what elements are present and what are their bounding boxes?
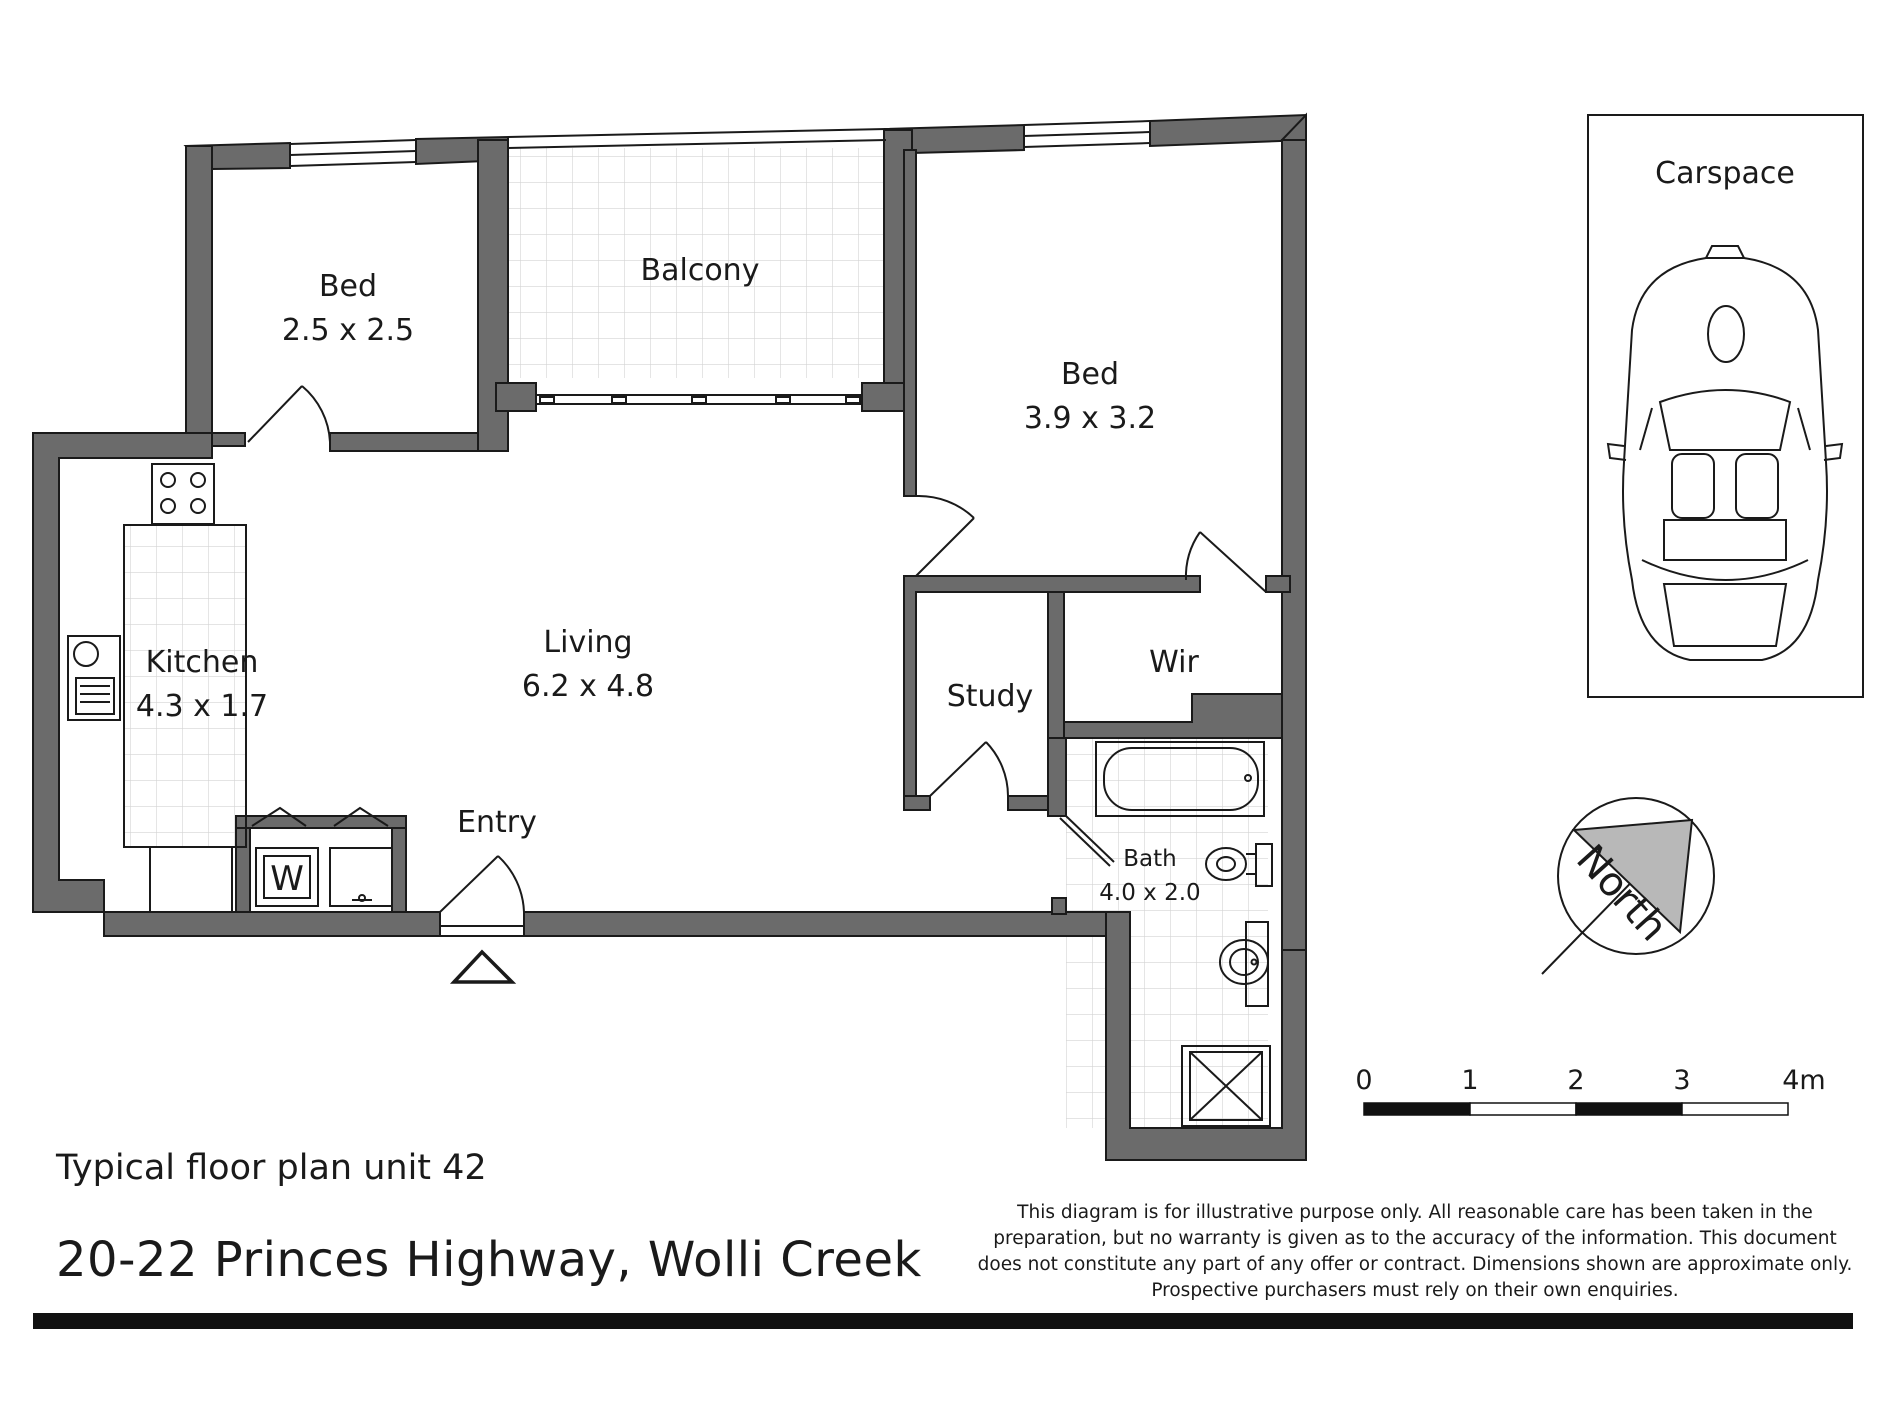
living-size: 6.2 x 4.8 xyxy=(522,669,654,704)
bed1-size: 2.5 x 2.5 xyxy=(282,313,414,348)
shower xyxy=(1181,1045,1271,1127)
balcony-sliding-door xyxy=(536,394,862,405)
entry-arrow xyxy=(449,949,517,984)
door-wir xyxy=(1184,531,1267,593)
wall-study-south xyxy=(903,795,931,811)
kitchen-sink xyxy=(67,635,121,721)
carspace-box xyxy=(1587,114,1864,698)
balcony-name: Balcony xyxy=(641,253,760,288)
washing-machine xyxy=(255,847,319,907)
cooktop-burner xyxy=(190,472,206,488)
wall-bed1-south-left xyxy=(211,432,246,447)
wall-laundry-left xyxy=(235,815,251,913)
window-balcony xyxy=(507,128,887,149)
toilet xyxy=(1205,843,1273,887)
cooktop xyxy=(151,463,215,525)
scale-tick-label: 4m xyxy=(1782,1065,1825,1096)
doors xyxy=(247,385,1267,937)
wall-bed2-south-right xyxy=(1265,575,1291,593)
laundry-tub xyxy=(329,847,393,907)
cooktop-burner xyxy=(160,498,176,514)
study-name: Study xyxy=(947,679,1034,714)
window-bed2 xyxy=(1023,120,1151,148)
door-laundry xyxy=(251,806,389,827)
kitchen-name: Kitchen xyxy=(146,645,259,680)
wall-bed1-south-right xyxy=(329,432,497,452)
wir-name: Wir xyxy=(1149,645,1199,680)
door-bath xyxy=(1059,815,1115,867)
wall-laundry-right xyxy=(391,815,407,913)
walls xyxy=(32,112,1307,1161)
compass-ring xyxy=(1557,797,1715,955)
scale-segment xyxy=(1469,1102,1577,1116)
door-study xyxy=(929,741,1009,797)
wall-west-bed1 xyxy=(185,145,213,437)
bath-size: 4.0 x 2.0 xyxy=(1099,880,1200,906)
living-name: Living xyxy=(543,625,632,660)
bed2-name: Bed xyxy=(1061,357,1119,392)
washing-machine-label: W xyxy=(270,859,304,899)
scale-tick-label: 2 xyxy=(1567,1065,1584,1096)
wall-bed2-west xyxy=(903,149,917,497)
scale-tick-label: 0 xyxy=(1355,1065,1372,1096)
scale-bar: 0 1 2 3 4m xyxy=(1355,1065,1826,1116)
door-bed1 xyxy=(247,385,331,443)
door-bed2 xyxy=(915,494,975,577)
disclaimer-text: This diagram is for illustrative purpose… xyxy=(977,1202,1853,1301)
tiled-floors xyxy=(124,148,1268,1128)
fridge-space xyxy=(149,846,233,913)
car-icon xyxy=(1606,245,1844,661)
kitchen-size: 4.3 x 1.7 xyxy=(136,689,268,724)
wall-balcony-base-left xyxy=(495,382,537,412)
north-compass: North xyxy=(1541,797,1715,975)
bath-name: Bath xyxy=(1123,846,1176,872)
wall-bath-west-jamb xyxy=(1051,897,1067,915)
carspace-label: Carspace xyxy=(1655,156,1795,191)
bath-fixtures xyxy=(1095,741,1273,1127)
bed2-size: 3.9 x 3.2 xyxy=(1024,401,1156,436)
plan-address-title: 20-22 Princes Highway, Wolli Creek xyxy=(56,1232,922,1288)
scale-tick-label: 3 xyxy=(1673,1065,1690,1096)
balcony-tiles xyxy=(508,148,888,378)
scale-tick-label: 1 xyxy=(1461,1065,1478,1096)
vanity-basin xyxy=(1219,921,1269,1007)
wall-south-left xyxy=(103,911,441,937)
entry-name: Entry xyxy=(457,805,537,840)
door-entry xyxy=(439,855,525,937)
windows xyxy=(289,120,1151,405)
wall-laundry-top xyxy=(235,815,407,829)
laundry: W xyxy=(255,847,393,907)
window-bed1 xyxy=(289,139,417,167)
wall-south-right xyxy=(523,911,1119,937)
kitchen-fixtures xyxy=(67,463,247,913)
kitchen-tiles xyxy=(124,525,246,847)
wall-east xyxy=(1281,139,1307,951)
wall-wir-south xyxy=(1063,693,1283,739)
footer-rule xyxy=(33,1313,1853,1329)
wall-east-lower xyxy=(1279,112,1307,141)
plan-subtitle: Typical floor plan unit 42 xyxy=(56,1148,487,1188)
bed1-name: Bed xyxy=(319,269,377,304)
scale-segment xyxy=(1575,1102,1683,1116)
cooktop-burner xyxy=(190,498,206,514)
scale-segment xyxy=(1363,1102,1471,1116)
carspace: Carspace xyxy=(1587,114,1864,698)
scale-segment xyxy=(1681,1102,1789,1116)
cooktop-burner xyxy=(160,472,176,488)
room-labels: Bed 2.5 x 2.5 Balcony Bed 3.9 x 3.2 Kitc… xyxy=(136,253,1201,906)
bathtub xyxy=(1095,741,1265,817)
wall-bath-west-top xyxy=(1047,737,1067,817)
compass-pointer xyxy=(1571,818,1694,935)
